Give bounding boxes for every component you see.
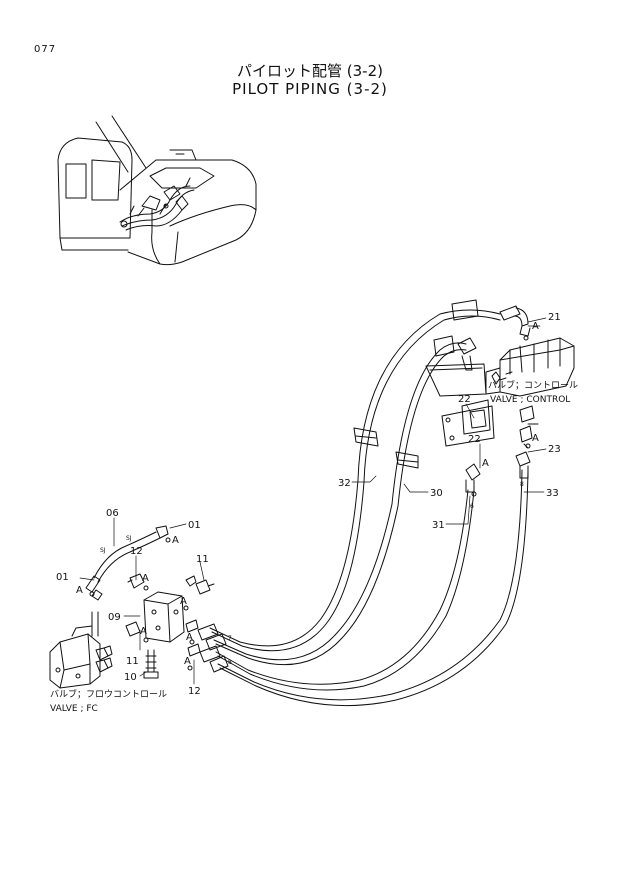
callout-12-lower: 12: [188, 686, 201, 697]
hose-clamps: [353, 299, 479, 469]
svg-text:6: 6: [470, 503, 474, 510]
fc-valve-label: バルブ；フロウコントロール VALVE ; FC: [50, 688, 167, 714]
svg-text:A: A: [532, 433, 539, 444]
callout-31: 31: [432, 520, 445, 531]
svg-text:バルブ；コントロール: バルブ；コントロール: [488, 379, 578, 391]
pilot-hose-32: [209, 309, 501, 652]
svg-text:VALVE ; FC: VALVE ; FC: [50, 704, 98, 714]
svg-text:8: 8: [520, 481, 524, 488]
svg-text:A: A: [172, 535, 179, 546]
callout-09: 09: [108, 612, 121, 623]
page-number: 077: [34, 44, 57, 55]
callout-33: 33: [546, 488, 559, 499]
excavator-overview-illustration: [57, 115, 257, 266]
section-marks: A A A A A A A A A A SJ SJ: [76, 321, 539, 667]
svg-text:A: A: [482, 458, 489, 469]
callout-32: 32: [338, 478, 351, 489]
svg-text:SJ: SJ: [126, 535, 132, 542]
pilot-hose-30: [213, 342, 467, 666]
callout-22-lower: 22: [468, 434, 481, 445]
callout-21: 21: [548, 312, 561, 323]
callout-06: 06: [106, 508, 119, 519]
hose-tags: 7 8 6 8: [228, 481, 524, 666]
svg-text:A: A: [532, 321, 539, 332]
svg-text:バルブ；フロウコントロール: バルブ；フロウコントロール: [50, 688, 167, 700]
callout-30: 30: [430, 488, 443, 499]
o-ring-marks: [89, 335, 531, 671]
callout-23: 23: [548, 444, 561, 455]
svg-text:7: 7: [228, 635, 232, 642]
callout-11-upper: 11: [196, 554, 209, 565]
callout-11-lower: 11: [126, 656, 139, 667]
svg-text:A: A: [184, 656, 191, 667]
svg-text:8: 8: [228, 659, 232, 666]
pilot-hose-06: [93, 525, 169, 583]
control-valve-fittings: [457, 305, 531, 493]
svg-text:A: A: [142, 573, 149, 584]
callout-numbers: 21 22 22 23 30 31 32 33 06 01 01 09 10 1…: [56, 312, 561, 697]
callout-01-left: 01: [56, 572, 69, 583]
callout-12-upper: 12: [130, 546, 143, 557]
fc-valve-assembly: [49, 575, 113, 689]
pilot-hose-33: [217, 469, 529, 707]
control-valve-assembly: [425, 337, 575, 449]
svg-text:SJ: SJ: [100, 547, 106, 554]
callout-01-right: 01: [188, 520, 201, 531]
callout-10: 10: [124, 672, 137, 683]
svg-text:A: A: [140, 626, 147, 637]
leader-lines: [79, 317, 547, 685]
callout-22-upper: 22: [458, 394, 471, 405]
svg-text:VALVE ; CONTROL: VALVE ; CONTROL: [490, 395, 570, 405]
svg-text:A: A: [180, 596, 187, 607]
control-valve-label: バルブ；コントロール VALVE ; CONTROL: [488, 379, 578, 405]
page-title-ja: パイロット配管 (3-2): [237, 62, 383, 80]
pilot-hose-31: [215, 489, 475, 691]
svg-text:A: A: [186, 632, 193, 643]
svg-text:A: A: [76, 585, 83, 596]
page-title-en: PILOT PIPING (3-2): [232, 80, 388, 98]
